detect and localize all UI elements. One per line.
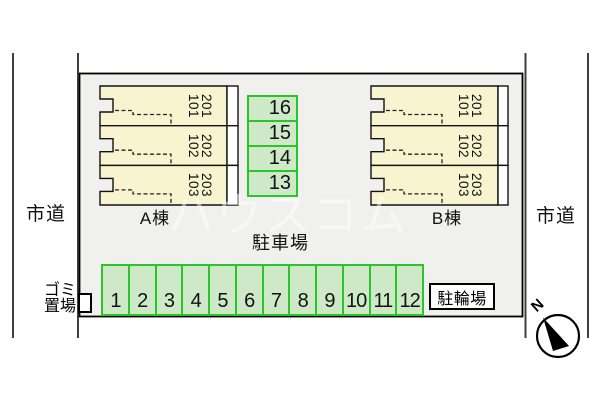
building-a xyxy=(99,85,239,206)
room-b3-lower: 103 xyxy=(456,173,472,198)
building-a-unit1-dashed-line xyxy=(115,109,172,126)
garbage-area-label: ゴミ置場 xyxy=(28,282,76,315)
room-b2-lower: 102 xyxy=(456,133,472,158)
parking-space-8: 8 xyxy=(288,264,317,316)
road-label-right: 市道 xyxy=(536,206,577,227)
parking-space-3: 3 xyxy=(154,264,184,316)
building-b xyxy=(370,85,509,206)
building-a-label: A棟 xyxy=(139,209,171,228)
parking-area-label: 駐車場 xyxy=(252,233,309,253)
parking-space-15: 15 xyxy=(247,120,298,147)
building-b-unit1-dashed-line xyxy=(386,109,443,126)
parking-column: 16 15 14 13 xyxy=(247,95,298,197)
garbage-line1: ゴミ xyxy=(43,282,76,299)
room-a1-lower: 101 xyxy=(186,93,202,119)
garbage-line2: 置場 xyxy=(43,297,76,315)
road-label-left: 市道 xyxy=(26,204,67,225)
parking-row: 1 2 3 4 5 6 7 8 9 10 11 12 xyxy=(101,264,424,316)
parking-space-13: 13 xyxy=(247,170,298,197)
parking-space-5: 5 xyxy=(208,264,237,316)
compass-needle-icon xyxy=(543,317,569,351)
parking-space-10: 10 xyxy=(341,264,371,316)
building-b-unit2-dashed-line xyxy=(386,149,443,166)
building-a-unit3-dashed-line xyxy=(115,189,172,205)
bicycle-parking-box: 駐輪場 xyxy=(429,283,495,310)
parking-space-2: 2 xyxy=(127,264,157,316)
compass-icon xyxy=(535,313,581,359)
parking-space-12: 12 xyxy=(395,264,424,316)
parking-space-4: 4 xyxy=(181,264,210,316)
building-b-label: B棟 xyxy=(431,209,463,228)
building-a-unit2-dashed-line xyxy=(115,149,172,166)
room-a3-lower: 103 xyxy=(186,173,202,198)
parking-space-6: 6 xyxy=(234,264,264,316)
parking-space-11: 11 xyxy=(368,264,398,316)
room-a2-lower: 102 xyxy=(186,133,202,158)
building-b-unit3-dashed-line xyxy=(386,189,443,205)
bicycle-parking-label: 駐輪場 xyxy=(437,290,487,308)
parking-space-1: 1 xyxy=(101,264,130,316)
parking-space-14: 14 xyxy=(247,145,298,172)
room-b1-lower: 101 xyxy=(456,93,472,119)
garbage-box xyxy=(78,293,92,313)
parking-space-16: 16 xyxy=(247,95,298,122)
parking-space-7: 7 xyxy=(261,264,291,316)
parking-space-9: 9 xyxy=(315,264,344,316)
